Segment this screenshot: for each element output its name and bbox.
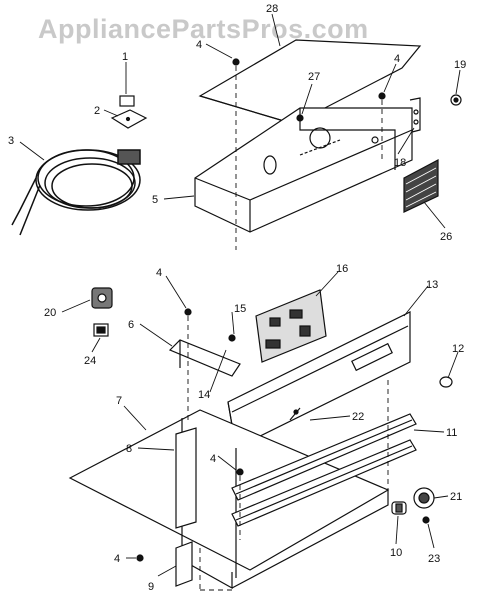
callout-4e: 4 bbox=[114, 553, 120, 565]
callout-9: 9 bbox=[148, 581, 154, 593]
callout-2: 2 bbox=[94, 105, 100, 117]
part-grille bbox=[403, 159, 439, 213]
part-power-cord bbox=[11, 149, 141, 236]
callout-4c: 4 bbox=[156, 267, 162, 279]
part-clip-and-pad bbox=[110, 95, 148, 129]
callout-1: 1 bbox=[122, 51, 128, 63]
callout-18: 18 bbox=[394, 157, 406, 169]
callout-20: 20 bbox=[44, 307, 56, 319]
callout-7: 7 bbox=[116, 395, 122, 407]
part-side-panel bbox=[175, 427, 197, 529]
part-bracket bbox=[409, 97, 421, 133]
part-switch bbox=[91, 287, 113, 337]
callout-14: 14 bbox=[198, 389, 210, 401]
callout-19: 19 bbox=[454, 59, 466, 71]
callout-4d: 4 bbox=[210, 453, 216, 465]
callout-3: 3 bbox=[8, 135, 14, 147]
part-control-board bbox=[255, 289, 327, 363]
part-lower-rail bbox=[231, 413, 417, 527]
callout-13: 13 bbox=[426, 279, 438, 291]
callout-12: 12 bbox=[452, 343, 464, 355]
callout-26: 26 bbox=[440, 231, 452, 243]
callout-16: 16 bbox=[336, 263, 348, 275]
watermark: AppliancePartsPros.com bbox=[38, 14, 369, 44]
callout-10: 10 bbox=[390, 547, 402, 559]
part-nut bbox=[450, 94, 462, 106]
callout-labels: 28 1 4 4 19 27 2 3 18 5 26 16 4 13 20 15… bbox=[8, 3, 466, 593]
callout-8: 8 bbox=[126, 443, 132, 455]
part-cabinet-shell bbox=[194, 107, 413, 233]
callout-15: 15 bbox=[234, 303, 246, 315]
callout-27: 27 bbox=[308, 71, 320, 83]
callout-21: 21 bbox=[450, 491, 462, 503]
callout-24: 24 bbox=[84, 355, 96, 367]
leader-lines bbox=[19, 13, 461, 577]
part-knobs bbox=[391, 376, 453, 524]
callout-4a: 4 bbox=[196, 39, 202, 51]
part-small-screw bbox=[296, 114, 304, 122]
part-top-cover bbox=[198, 39, 422, 125]
alignment-lines bbox=[187, 66, 389, 591]
callout-28: 28 bbox=[266, 3, 278, 15]
part-corner-bracket bbox=[175, 541, 193, 587]
part-side-rail bbox=[168, 339, 241, 377]
callout-11: 11 bbox=[446, 427, 457, 439]
callout-23: 23 bbox=[428, 553, 440, 565]
callout-6: 6 bbox=[128, 319, 134, 331]
callout-5: 5 bbox=[152, 194, 158, 206]
callout-22: 22 bbox=[352, 411, 364, 423]
screws bbox=[136, 58, 386, 562]
callout-4b: 4 bbox=[394, 53, 400, 65]
